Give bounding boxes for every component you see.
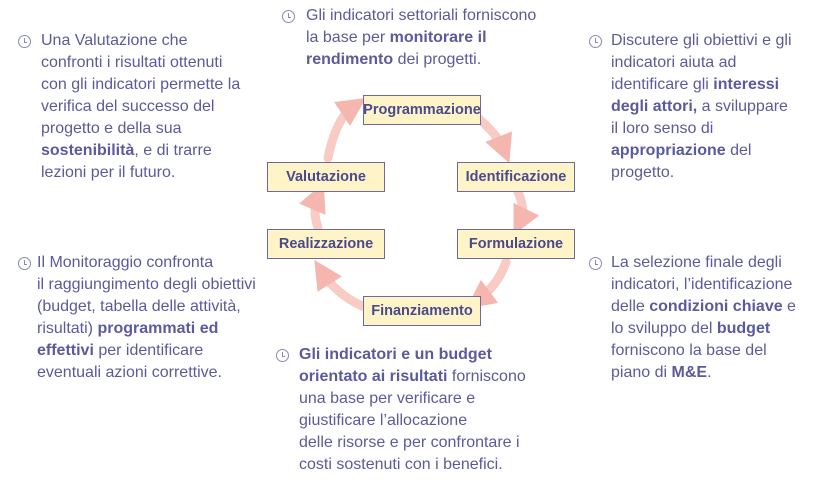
stage-valutazione: Valutazione — [267, 162, 385, 192]
note-identificazione: Discutere gli obiettivi e gli indicatori… — [611, 32, 792, 181]
stage-label: Programmazione — [363, 102, 481, 118]
clock-icon — [282, 10, 295, 23]
clock-icon — [276, 349, 289, 362]
stage-programmazione: Programmazione — [363, 95, 481, 125]
note-finanziamento: Gli indicatori e un budget orientato ai … — [299, 346, 526, 473]
arrow-programmazione-identificazione — [473, 113, 513, 164]
arrow-finanziamento-realizzazione — [314, 259, 367, 311]
arrow-valutazione-programmazione — [323, 98, 366, 163]
clock-icon — [589, 257, 602, 270]
note-monitoraggio: Il Monitoraggio confronta il raggiungime… — [37, 254, 256, 381]
arrow-realizzazione-valutazione — [299, 182, 326, 233]
note-top: Gli indicatori settoriali forniscono la … — [306, 7, 537, 68]
clock-icon — [18, 257, 31, 270]
stage-realizzazione: Realizzazione — [267, 229, 385, 259]
arrow-formulazione-finanziamento — [466, 257, 511, 309]
stage-label: Finanziamento — [371, 303, 473, 319]
clock-icon — [18, 35, 31, 48]
note-formulazione: La selezione finale degli indicatori, l’… — [611, 254, 796, 381]
stage-label: Valutazione — [286, 169, 366, 185]
stage-formulazione: Formulazione — [457, 229, 575, 259]
stage-label: Realizzazione — [278, 236, 374, 252]
stage-label: Formulazione — [468, 236, 564, 252]
arrow-identificazione-formulazione — [513, 187, 540, 235]
stage-identificazione: Identificazione — [457, 162, 575, 192]
note-valutazione: Una Valutazione che confronti i risultat… — [41, 32, 241, 181]
stage-finanziamento: Finanziamento — [363, 296, 481, 326]
clock-icon — [589, 35, 602, 48]
stage-label: Identificazione — [465, 169, 567, 185]
